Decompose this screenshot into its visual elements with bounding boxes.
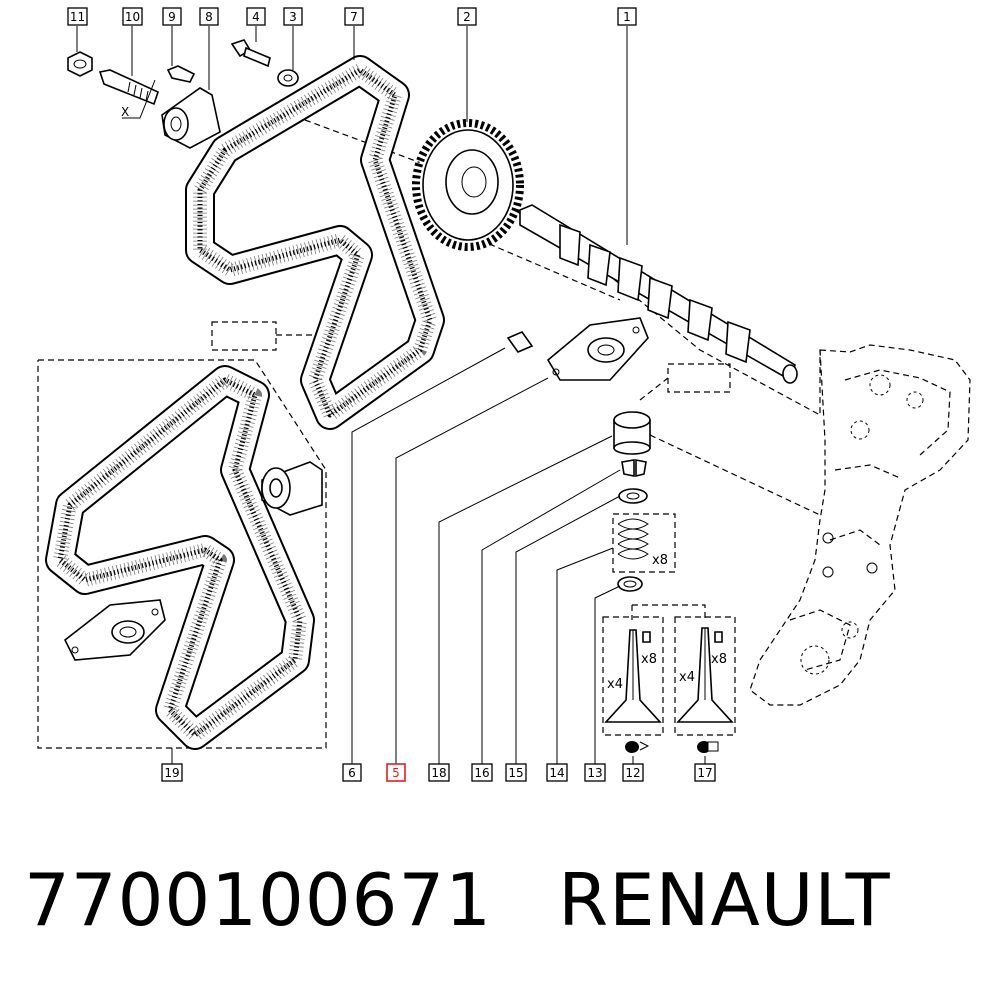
callout-18[interactable]: 18 [428, 763, 450, 782]
callout-10[interactable]: 10 [122, 7, 143, 26]
callout-11[interactable]: 11 [67, 7, 88, 26]
svg-text:13: 13 [587, 766, 602, 780]
washer-part [277, 69, 299, 87]
hydraulic-tappet-part [613, 411, 651, 455]
axis-x-label: X [121, 105, 129, 119]
svg-text:15: 15 [508, 766, 523, 780]
kit-tensioner-roller [261, 461, 323, 516]
callout-5-highlighted[interactable]: 5 [386, 763, 406, 782]
exhaust-seal-icon [697, 741, 719, 753]
svg-text:16: 16 [474, 766, 489, 780]
exhaust-valves-qty-label: x4 [679, 670, 695, 685]
callout-19[interactable]: 19 [161, 763, 183, 782]
exhaust-keys-qty-label: x8 [711, 652, 727, 667]
intake-keys-qty-label: x8 [641, 652, 657, 667]
stud-part: X [98, 69, 159, 119]
svg-text:12: 12 [625, 766, 640, 780]
callout-1[interactable]: 1 [617, 7, 637, 26]
brand-name: RENAULT [558, 858, 891, 942]
svg-text:18: 18 [431, 766, 446, 780]
callout-3[interactable]: 3 [283, 7, 303, 26]
svg-text:8: 8 [205, 10, 213, 24]
camshaft-sprocket-part [412, 119, 524, 251]
svg-text:3: 3 [289, 10, 297, 24]
product-caption: 7700100671 RENAULT [24, 858, 891, 942]
svg-text:6: 6 [348, 766, 356, 780]
callout-4[interactable]: 4 [246, 7, 266, 26]
callout-8[interactable]: 8 [199, 7, 219, 26]
tensioner-pulley-part [161, 87, 221, 149]
leader-lines [76, 26, 706, 764]
intake-valves-qty-label: x4 [607, 677, 623, 692]
svg-text:1: 1 [623, 10, 631, 24]
valve-spring-box: x8 [612, 513, 676, 573]
intake-valves-box: x8 x4 [602, 616, 664, 736]
bolt-part [230, 39, 271, 68]
svg-text:2: 2 [463, 10, 471, 24]
valve-keys-part [621, 459, 647, 478]
tensioner-plate-part [546, 317, 649, 381]
cylinder-head-outline [749, 344, 971, 706]
camshaft-part [519, 204, 798, 384]
callout-9[interactable]: 9 [162, 7, 182, 26]
screw-6-part [506, 331, 534, 353]
svg-text:10: 10 [125, 10, 140, 24]
spring-seat-washer-part [617, 576, 643, 592]
svg-text:19: 19 [164, 766, 179, 780]
spring-retainer-part [618, 488, 648, 504]
kit-idler-plate [63, 599, 166, 661]
svg-text:14: 14 [549, 766, 564, 780]
svg-text:17: 17 [697, 766, 712, 780]
svg-text:5: 5 [392, 766, 400, 780]
placeholder-box-left [211, 321, 277, 351]
callout-2[interactable]: 2 [457, 7, 477, 26]
placeholder-box-right [667, 363, 731, 393]
timing-belt-main [185, 55, 445, 430]
svg-text:7: 7 [350, 10, 358, 24]
callout-12[interactable]: 12 [622, 763, 644, 782]
callout-6[interactable]: 6 [342, 763, 362, 782]
timing-kit-box [37, 359, 327, 750]
callout-7[interactable]: 7 [344, 7, 364, 26]
part-number: 7700100671 [24, 858, 493, 942]
springs-qty-label: x8 [652, 553, 668, 568]
exploded-parts-diagram: X [37, 7, 971, 782]
exhaust-valves-box: x8 x4 [674, 616, 736, 736]
callout-17[interactable]: 17 [694, 763, 716, 782]
callout-13[interactable]: 13 [584, 763, 606, 782]
callout-14[interactable]: 14 [546, 763, 568, 782]
svg-text:11: 11 [70, 10, 85, 24]
svg-text:9: 9 [168, 10, 176, 24]
nut-part [67, 51, 93, 77]
callout-15[interactable]: 15 [505, 763, 527, 782]
callout-16[interactable]: 16 [471, 763, 493, 782]
intake-seal-icon [625, 741, 650, 753]
svg-text:4: 4 [252, 10, 260, 24]
small-screw-part [166, 65, 196, 83]
